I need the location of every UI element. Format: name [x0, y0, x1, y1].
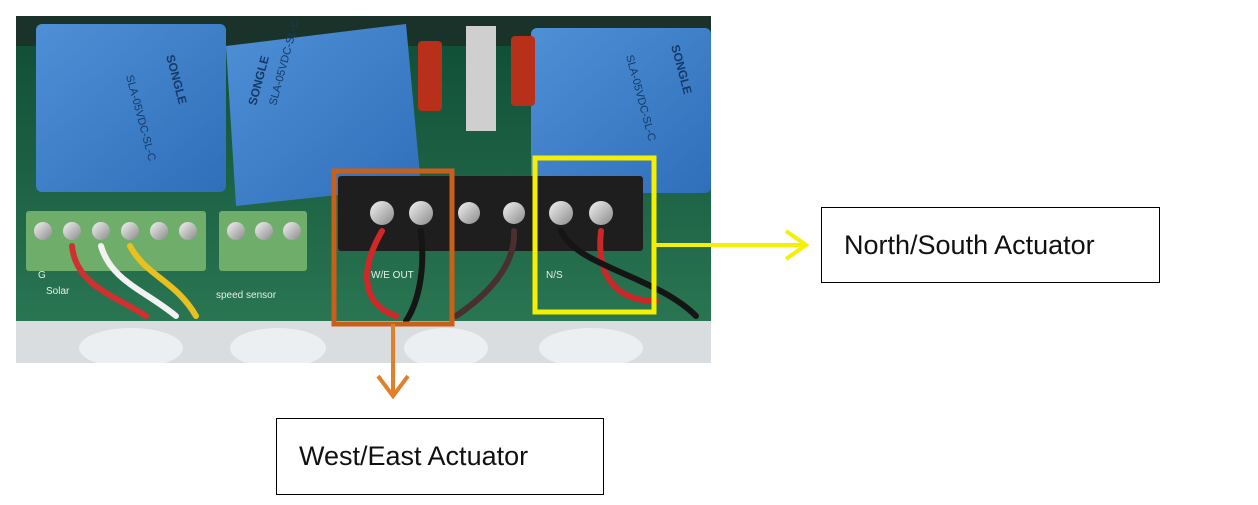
controller-board-photo: SLA-05VDC-SL-C SONGLE SLA-05VDC-SL-C SON…	[16, 16, 711, 363]
north-south-label-text: North/South Actuator	[844, 229, 1095, 260]
west-east-label: West/East Actuator	[276, 418, 604, 495]
svg-text:Solar: Solar	[46, 286, 70, 297]
relay-left: SLA-05VDC-SL-C SONGLE	[36, 24, 226, 192]
relay-right: SLA-05VDC-SL-C SONGLE	[531, 28, 711, 193]
north-south-label: North/South Actuator	[821, 207, 1160, 283]
svg-text:G: G	[38, 270, 46, 281]
svg-text:N/S: N/S	[546, 270, 563, 281]
board-illustration: SLA-05VDC-SL-C SONGLE SLA-05VDC-SL-C SON…	[16, 16, 711, 363]
svg-text:W/E OUT: W/E OUT	[371, 270, 414, 281]
svg-text:speed sensor: speed sensor	[216, 290, 277, 301]
west-east-label-text: West/East Actuator	[299, 441, 529, 471]
north-south-arrowhead-icon	[784, 229, 810, 261]
west-east-arrowhead-icon	[376, 374, 410, 400]
